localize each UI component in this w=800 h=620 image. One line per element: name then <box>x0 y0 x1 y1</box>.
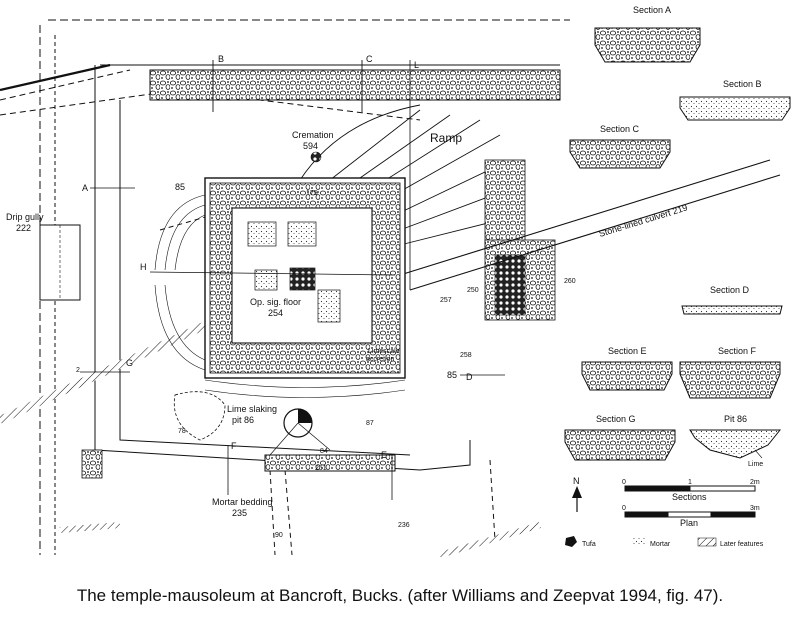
drip-gully <box>39 224 81 301</box>
label-250: 250 <box>467 287 479 294</box>
label-251: 251 <box>315 465 327 472</box>
scale-plan-three: 3m <box>750 505 760 512</box>
label-lime-slaking: Lime slaking <box>227 404 277 414</box>
site-plan-figure: Ramp Cremation 594 Op. sig. floor 254 Dr… <box>0 5 791 558</box>
section-letter-d: D <box>466 372 473 382</box>
north-label: N <box>573 476 580 486</box>
scale-bar-plan <box>624 511 756 518</box>
label-drip-gully: Drip gully <box>6 212 44 222</box>
section-a-label: Section A <box>633 5 671 15</box>
later-features-legend-icon <box>697 537 717 547</box>
label-78: 78 <box>178 428 186 435</box>
label-85a: 85 <box>175 182 185 192</box>
temple-building <box>204 177 406 379</box>
legend: Tufa Mortar Later features <box>565 536 764 548</box>
scale-sections-zero: 0 <box>622 479 626 486</box>
scale-bar-sections <box>624 485 756 492</box>
legend-later-features: Later features <box>720 541 764 548</box>
east-rubble <box>484 159 556 321</box>
west-wall-rubble <box>81 449 103 479</box>
north-arrow-icon <box>572 486 582 512</box>
south-wall-rubble <box>264 454 396 472</box>
label-lime-slaking-no: pit 86 <box>232 415 254 425</box>
legend-tufa: Tufa <box>582 541 596 548</box>
label-mortar-bedding-no: 235 <box>232 508 247 518</box>
pit-86-profile <box>689 429 782 459</box>
pit-86-label: Pit 86 <box>724 414 747 424</box>
section-c-label: Section C <box>600 124 640 134</box>
section-d-label: Section D <box>710 285 750 295</box>
label-87: 87 <box>366 420 374 427</box>
legend-mortar: Mortar <box>650 541 671 548</box>
label-85b: 85 <box>447 370 457 380</box>
label-257: 257 <box>440 297 452 304</box>
section-letter-e: E <box>381 450 387 460</box>
tufa-legend-icon <box>565 536 577 547</box>
scale-plan-zero: 0 <box>622 505 626 512</box>
figure-caption: The temple-mausoleum at Bancroft, Bucks.… <box>76 586 724 605</box>
mortar-legend-icon <box>632 538 646 546</box>
section-letter-l: L <box>414 60 419 70</box>
scale-sections-label: Sections <box>672 492 707 502</box>
label-2: 2 <box>76 367 80 374</box>
label-175: 175 <box>306 190 318 197</box>
lime-slaking-pit <box>269 408 331 456</box>
label-mortar-bedding: Mortar bedding <box>212 497 273 507</box>
label-limescale-2: accretion <box>366 356 395 363</box>
scale-sections-one: 1 <box>688 479 692 486</box>
scale-plan-label: Plan <box>680 518 698 528</box>
label-cremation: Cremation <box>292 130 334 140</box>
section-e-profile <box>581 361 673 391</box>
label-op-sig-floor: Op. sig. floor <box>250 297 301 307</box>
section-d-profile <box>681 305 783 315</box>
section-f-label: Section F <box>718 346 757 356</box>
section-g-label: Section G <box>596 414 636 424</box>
section-f-profile <box>679 361 781 399</box>
section-e-label: Section E <box>608 346 647 356</box>
section-c-profile <box>569 139 671 169</box>
section-letter-c: C <box>366 54 373 64</box>
section-a-profile <box>594 27 701 63</box>
section-g-profile <box>564 429 676 461</box>
label-limescale: Limescale <box>368 348 400 355</box>
label-ramp: Ramp <box>430 131 462 145</box>
north-wall-rubble <box>149 69 561 101</box>
label-260: 260 <box>564 278 576 285</box>
stone-lined-culvert <box>399 159 781 291</box>
scale-sections-two: 2m <box>750 479 760 486</box>
section-line-h <box>149 271 396 276</box>
pavement-arcs <box>154 194 406 398</box>
section-b-label: Section B <box>723 79 762 89</box>
section-b-profile <box>679 96 791 121</box>
mortar-bedding-area <box>173 391 226 441</box>
label-drip-gully-no: 222 <box>16 223 31 233</box>
label-236: 236 <box>398 522 410 529</box>
label-cremation-no: 594 <box>303 141 318 151</box>
section-letter-g: G <box>126 358 133 368</box>
pit-86-lime-label: Lime <box>748 461 763 468</box>
section-letter-h: H <box>140 262 147 272</box>
cremation-marker <box>310 151 322 163</box>
label-90: 90 <box>275 532 283 539</box>
section-letter-b: B <box>218 54 224 64</box>
section-letter-a: A <box>82 183 88 193</box>
section-letter-f: F <box>231 441 237 451</box>
label-culvert: Stone-lined culvert 219 <box>598 202 689 238</box>
label-op-sig-floor-no: 254 <box>268 308 283 318</box>
label-84: 84 <box>320 448 328 455</box>
label-258: 258 <box>460 352 472 359</box>
